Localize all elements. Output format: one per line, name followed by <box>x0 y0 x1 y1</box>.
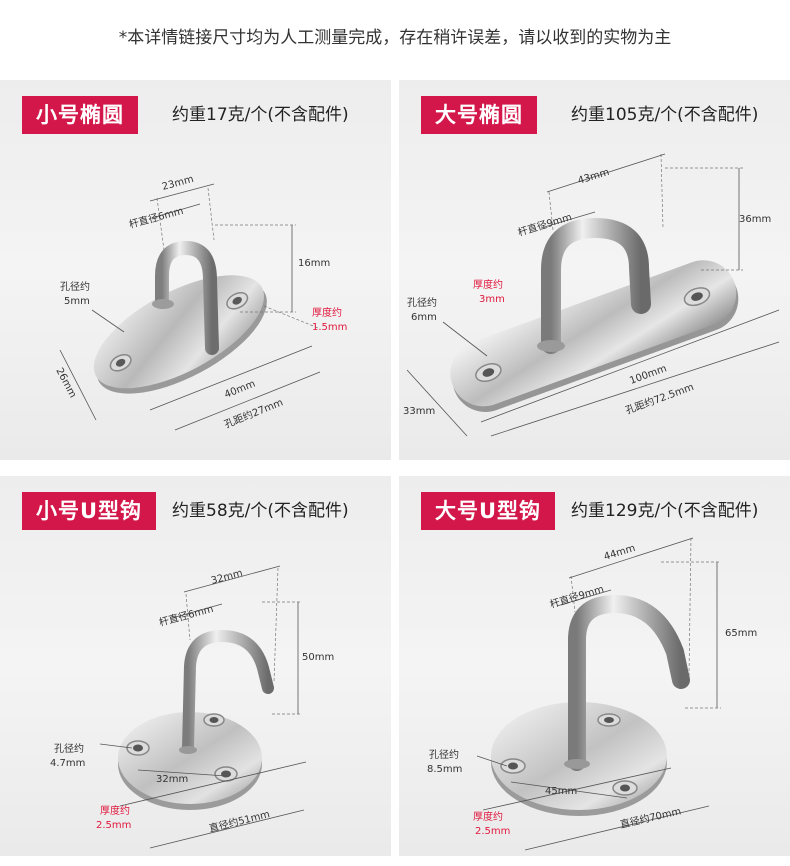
label-thickness-b: 3mm <box>479 294 505 305</box>
model-tag: 大号椭圆 <box>421 96 537 134</box>
weight-text: 约重17克/个(不含配件) <box>172 105 349 125</box>
label-thickness-a: 厚度约 <box>100 804 130 817</box>
u-hook <box>568 594 690 771</box>
label-plate-length: 100mm <box>628 363 668 387</box>
panel-large-u-hook: 44mm 杆直径9mm 65mm 孔径约 8.5mm 45mm 厚度约 2.5m… <box>399 476 790 856</box>
large-oval-hook-illustration: 43mm 杆直径9mm 36mm 厚度约 3mm 孔径约 6mm 33mm 10… <box>403 153 780 437</box>
panel-small-oval: 23mm 杆直径6mm 16mm 孔径约 5mm 厚度约 1.5mm 26mm … <box>0 80 391 460</box>
weight-text: 约重105克/个(不含配件) <box>571 105 759 125</box>
label-hole-b: 5mm <box>64 296 90 307</box>
panel-small-u-hook: 32mm 杆直径6mm 50mm 孔径约 4.7mm 32mm 厚度约 2.5m… <box>0 476 391 856</box>
label-hole-pitch: 孔距约27mm <box>222 395 285 430</box>
label-hole-a: 孔径约 <box>54 742 84 755</box>
weight-text: 约重129克/个(不含配件) <box>571 501 759 521</box>
label-thickness-b: 2.5mm <box>96 820 131 831</box>
label-hole-pitch: 32mm <box>156 774 188 785</box>
label-hole-a: 孔径约 <box>60 280 90 293</box>
hook-loop <box>155 240 219 355</box>
panel-large-oval: 43mm 杆直径9mm 36mm 厚度约 3mm 孔径约 6mm 33mm 10… <box>399 80 790 460</box>
label-plate-length: 40mm <box>223 379 257 401</box>
weld-base <box>537 340 565 352</box>
label-rod-diameter: 杆直径6mm <box>157 602 214 629</box>
label-hole-b: 8.5mm <box>427 764 462 775</box>
small-u-hook-illustration: 32mm 杆直径6mm 50mm 孔径约 4.7mm 32mm 厚度约 2.5m… <box>50 565 334 849</box>
model-tag: 小号椭圆 <box>22 96 138 134</box>
label-top-width: 43mm <box>577 167 611 187</box>
label-hole-a: 孔径约 <box>407 296 437 309</box>
label-plate-width: 33mm <box>403 406 435 417</box>
u-hook <box>182 629 274 754</box>
label-diameter: 直径约70mm <box>619 804 683 831</box>
label-height: 16mm <box>298 258 330 269</box>
oblong-plate <box>450 260 739 412</box>
weight-text: 约重58克/个(不含配件) <box>172 501 349 521</box>
label-height: 65mm <box>725 628 757 639</box>
label-thickness-a: 厚度约 <box>473 278 503 291</box>
label-rod-diameter: 杆直径6mm <box>127 204 184 231</box>
small-oval-hook-illustration: 23mm 杆直径6mm 16mm 孔径约 5mm 厚度约 1.5mm 26mm … <box>53 174 347 431</box>
label-hole-b: 6mm <box>411 312 437 323</box>
label-top-width: 32mm <box>210 568 244 587</box>
label-hole-pitch: 45mm <box>545 786 577 797</box>
label-hole-b: 4.7mm <box>50 758 85 769</box>
label-diameter: 直径约51mm <box>208 807 272 835</box>
hook-loop <box>541 217 651 354</box>
label-thickness-a: 厚度约 <box>473 810 503 823</box>
oval-plate <box>93 275 267 394</box>
weld-base <box>179 746 197 754</box>
model-tag: 小号U型钩 <box>22 492 157 530</box>
label-thickness-a: 厚度约 <box>312 306 342 319</box>
label-height: 36mm <box>739 214 771 225</box>
label-height: 50mm <box>302 652 334 663</box>
label-hole-a: 孔径约 <box>429 748 459 761</box>
weld-base <box>564 759 590 769</box>
label-plate-width: 26mm <box>53 366 78 400</box>
measurement-note: *本详情链接尺寸均为人工测量完成，存在稍许误差，请以收到的实物为主 <box>118 28 672 48</box>
label-top-width: 44mm <box>603 543 637 563</box>
weld-base <box>152 299 174 309</box>
model-tag: 大号U型钩 <box>421 492 556 530</box>
label-thickness-b: 2.5mm <box>475 826 510 837</box>
label-thickness-b: 1.5mm <box>312 322 347 333</box>
large-u-hook-illustration: 44mm 杆直径9mm 65mm 孔径约 8.5mm 45mm 厚度约 2.5m… <box>427 537 757 851</box>
